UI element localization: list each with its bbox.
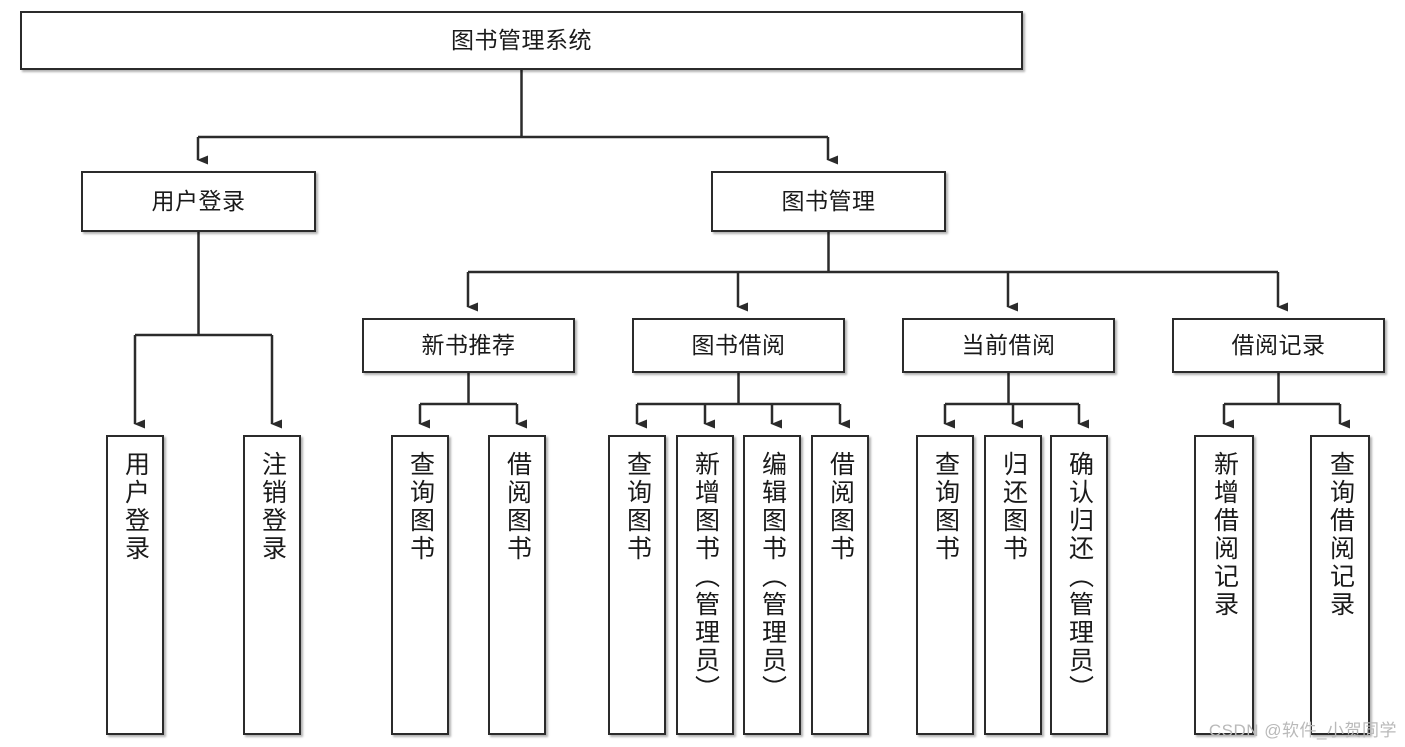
leaf-leaf-borrow-book-rec[interactable]: 借阅图书 [488,435,546,735]
node-label: 新增图书（管理员） [691,451,720,703]
node-label: 用户登录 [151,187,246,214]
node-label: 借阅记录 [1231,331,1326,358]
leaf-leaf-query-book-cur[interactable]: 查询图书 [916,435,974,735]
node-new-book-recommend[interactable]: 新书推荐 [362,318,575,373]
node-label: 借阅图书 [826,451,855,563]
node-label: 用户登录 [121,451,150,563]
leaf-leaf-logout[interactable]: 注销登录 [243,435,301,735]
leaf-leaf-add-record[interactable]: 新增借阅记录 [1194,435,1254,735]
node-label: 图书管理 [781,187,876,214]
leaf-leaf-user-login[interactable]: 用户登录 [106,435,164,735]
node-label: 确认归还（管理员） [1065,451,1094,703]
leaf-leaf-add-book[interactable]: 新增图书（管理员） [676,435,734,735]
node-label: 当前借阅 [961,331,1056,358]
node-label: 查询图书 [623,451,652,563]
node-label: 借阅图书 [503,451,532,563]
node-label: 新增借阅记录 [1210,451,1239,619]
node-label: 查询图书 [931,451,960,563]
node-label: 图书借阅 [691,331,786,358]
leaf-leaf-query-book-rec[interactable]: 查询图书 [391,435,449,735]
node-label: 查询借阅记录 [1326,451,1355,619]
node-root[interactable]: 图书管理系统 [20,11,1023,70]
leaf-leaf-query-book-borrow[interactable]: 查询图书 [608,435,666,735]
node-user-login[interactable]: 用户登录 [81,171,316,232]
node-book-manage[interactable]: 图书管理 [711,171,946,232]
node-label: 图书管理系统 [451,26,592,53]
node-label: 编辑图书（管理员） [758,451,787,703]
leaf-leaf-confirm-return[interactable]: 确认归还（管理员） [1050,435,1108,735]
csdn-watermark: CSDN @软件_小贺同学 [1208,721,1397,740]
leaf-leaf-edit-book[interactable]: 编辑图书（管理员） [743,435,801,735]
node-current-borrow[interactable]: 当前借阅 [902,318,1115,373]
leaf-leaf-borrow-book[interactable]: 借阅图书 [811,435,869,735]
node-label: 注销登录 [258,451,287,563]
node-label: 查询图书 [406,451,435,563]
node-label: 新书推荐 [421,331,516,358]
leaf-leaf-return-book[interactable]: 归还图书 [984,435,1042,735]
node-borrow-record[interactable]: 借阅记录 [1172,318,1385,373]
leaf-leaf-query-record[interactable]: 查询借阅记录 [1310,435,1370,735]
node-label: 归还图书 [999,451,1028,563]
node-book-borrow[interactable]: 图书借阅 [632,318,845,373]
